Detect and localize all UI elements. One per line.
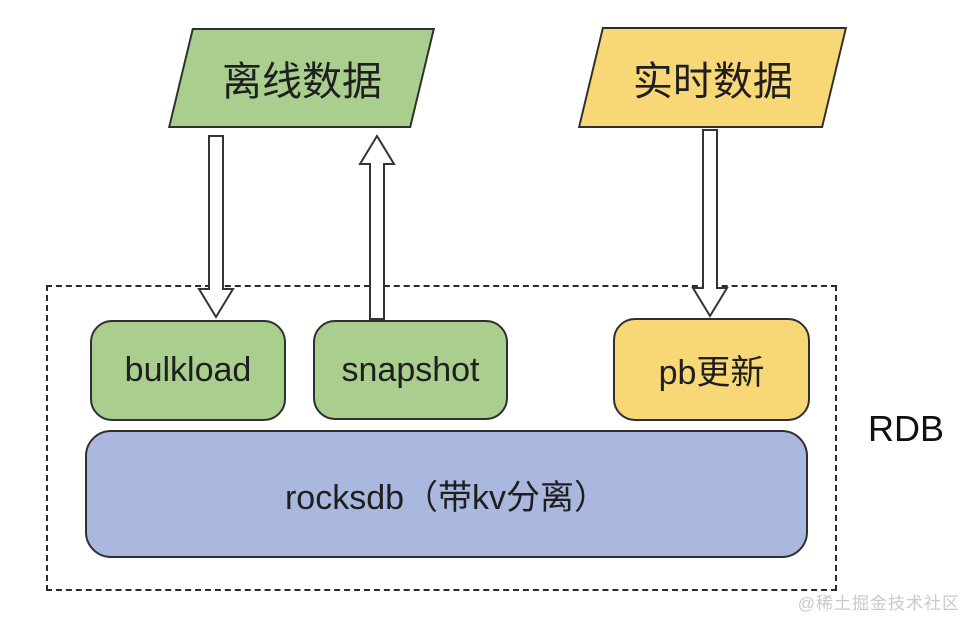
node-bulkload: bulkload — [90, 320, 286, 421]
rdb-dashed-container — [46, 285, 837, 591]
node-rocksdb-label: rocksdb（带kv分离） — [284, 478, 609, 517]
node-realtime-data: 实时数据 — [577, 27, 848, 128]
node-offline-data: 离线数据 — [167, 28, 436, 128]
node-pb-update-label: pb更新 — [658, 354, 765, 392]
rdb-container-label: RDB — [868, 408, 945, 449]
node-rocksdb: rocksdb（带kv分离） — [85, 430, 808, 558]
node-pb-update: pb更新 — [613, 318, 810, 421]
node-snapshot: snapshot — [313, 320, 508, 420]
node-snapshot-label: snapshot — [341, 350, 480, 389]
watermark-text: @稀土掘金技术社区 — [797, 594, 960, 613]
node-bulkload-label: bulkload — [124, 351, 252, 389]
node-realtime-data-label: 实时数据 — [632, 59, 793, 104]
node-offline-data-label: 离线数据 — [221, 60, 382, 104]
